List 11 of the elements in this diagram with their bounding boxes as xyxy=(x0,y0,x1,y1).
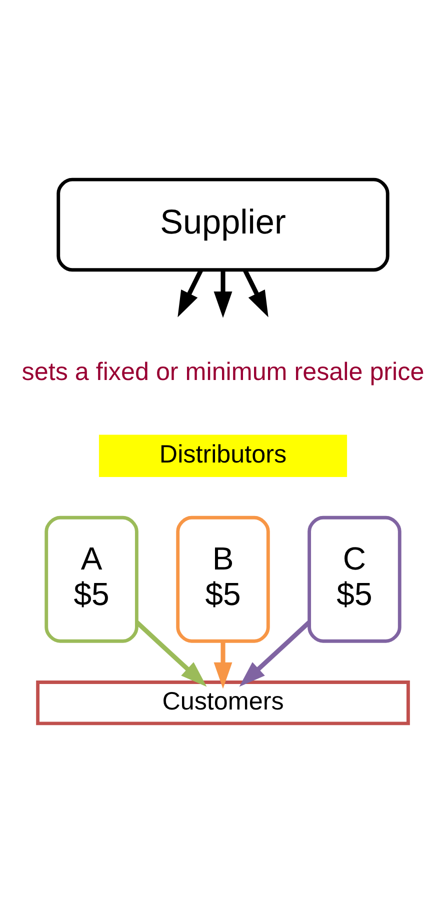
arrow xyxy=(239,620,311,686)
arrow xyxy=(135,620,207,686)
node-box: B $5 xyxy=(176,515,270,642)
label: sets a fixed or minimum resale price xyxy=(22,358,424,386)
node-box: Distributors xyxy=(98,434,348,477)
arrow xyxy=(214,269,232,318)
node-box: Supplier xyxy=(56,177,390,272)
node-box: C $5 xyxy=(308,515,402,642)
node-box: A $5 xyxy=(44,515,138,642)
node-box: Customers xyxy=(36,680,410,725)
arrow xyxy=(214,640,232,688)
